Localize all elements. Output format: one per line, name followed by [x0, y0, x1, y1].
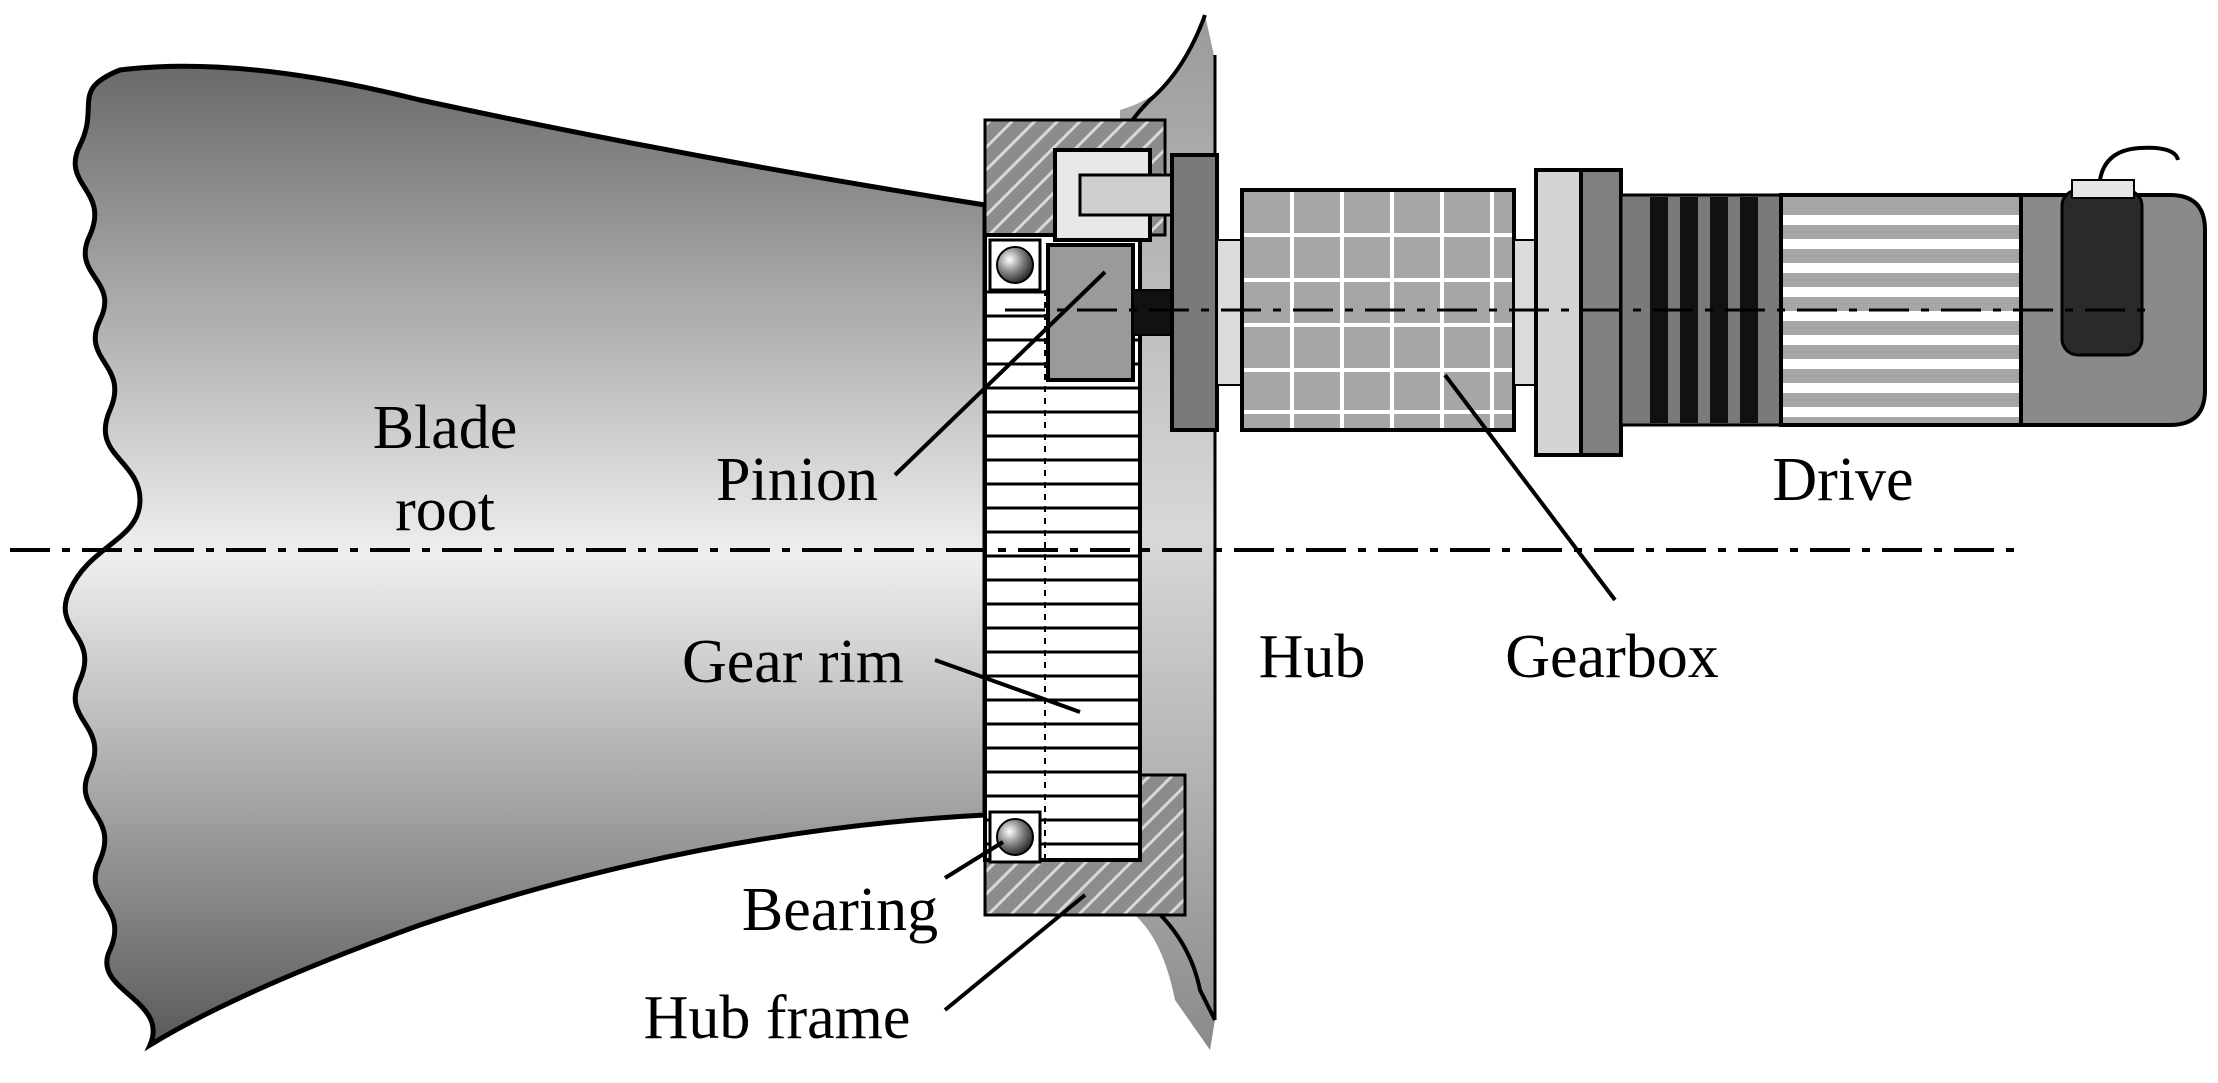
- shaft-left: [1216, 239, 1243, 386]
- hub-frame-leader: [943, 893, 1087, 1012]
- pinion-shaft: [1078, 173, 1177, 217]
- bearing-label: Bearing: [742, 876, 938, 944]
- encoder-connector: [2071, 179, 2135, 199]
- encoder-box: [2060, 188, 2144, 357]
- gear-rim-label: Gear rim: [682, 628, 904, 696]
- gearbox-grid: [1244, 192, 1512, 428]
- motor-flange-light: [1534, 168, 1583, 457]
- gearbox-leader: [1443, 373, 1617, 602]
- gear-rim-leader: [934, 658, 1081, 714]
- pinion-coupling: [1132, 289, 1174, 336]
- bearing-bottom: [996, 818, 1034, 856]
- bearing-top: [996, 246, 1034, 284]
- encoder-cable: [2098, 145, 2180, 181]
- hub-label: Hub: [1259, 623, 1366, 691]
- blade-root-label-line2: root: [395, 476, 495, 544]
- mount-flange: [1170, 153, 1219, 432]
- shaft-right: [1513, 239, 1537, 386]
- pinion: [1046, 243, 1135, 382]
- blade-root-label-line1: Blade: [373, 394, 518, 462]
- pinion-leader: [893, 270, 1107, 477]
- pinion-label: Pinion: [716, 446, 878, 514]
- blade-root: [62, 63, 988, 1052]
- drive-label: Drive: [1772, 446, 1913, 514]
- hub-frame-label: Hub frame: [644, 984, 911, 1052]
- gearbox-label: Gearbox: [1505, 623, 1718, 691]
- bearing-leader: [943, 840, 1005, 880]
- motor-flange-dark: [1579, 168, 1623, 457]
- motor-fins: [1783, 215, 2019, 417]
